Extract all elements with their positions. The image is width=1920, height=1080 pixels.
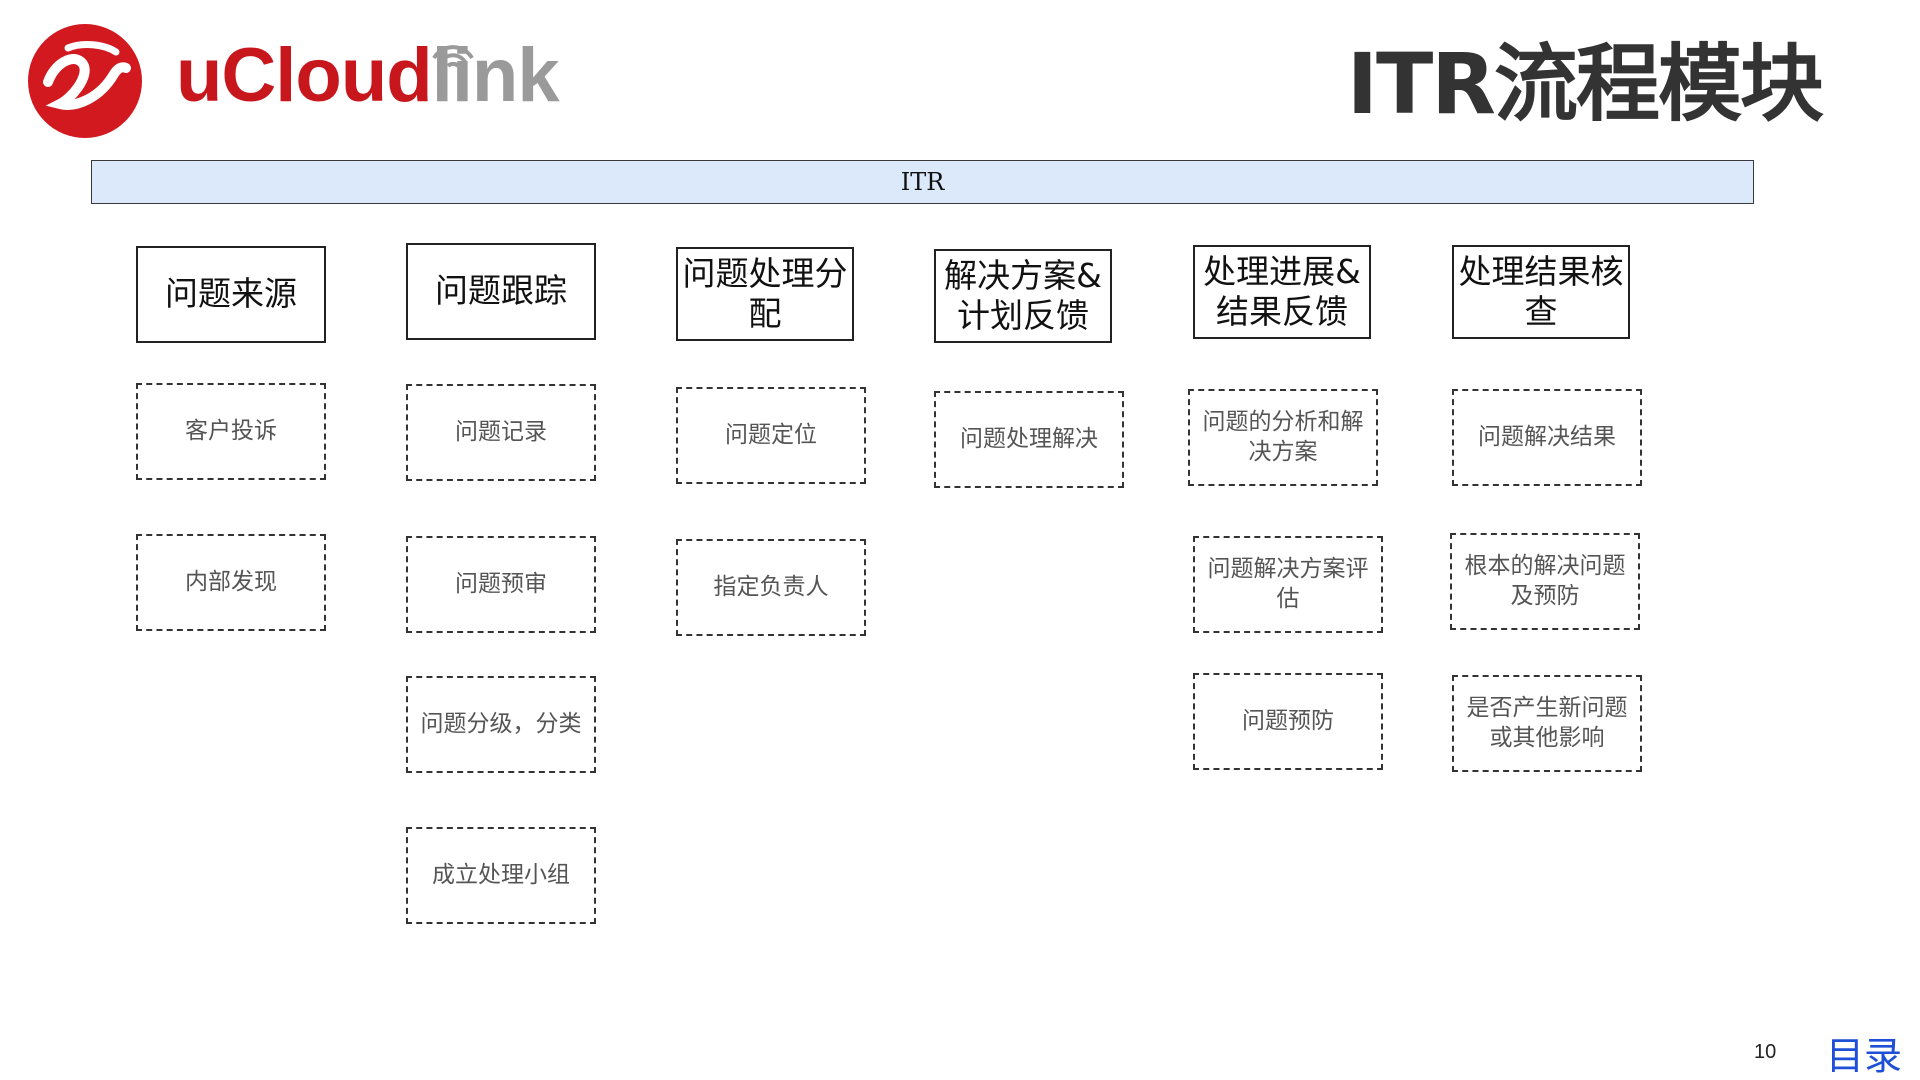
column-item: 问题的分析和解决方案 <box>1188 389 1378 486</box>
column-item-text: 问题的分析和解决方案 <box>1202 408 1364 465</box>
column-header: 问题跟踪 <box>406 243 596 340</box>
column-item: 是否产生新问题或其他影响 <box>1452 675 1642 772</box>
column-item-text: 是否产生新问题或其他影响 <box>1466 694 1628 751</box>
column-item-text: 问题解决方案评估 <box>1207 555 1369 612</box>
column-header: 处理结果核查 <box>1452 245 1630 339</box>
column-item: 问题分级，分类 <box>406 676 596 773</box>
column-item-text: 根本的解决问题及预防 <box>1464 552 1626 609</box>
column-item-text: 问题预审 <box>455 570 547 597</box>
column-item-text: 指定负责人 <box>713 573 829 600</box>
column-item: 问题解决结果 <box>1452 389 1642 486</box>
column-item: 内部发现 <box>136 534 326 631</box>
column-header: 处理进展&结果反馈 <box>1193 245 1371 339</box>
column-item-text: 成立处理小组 <box>432 861 570 888</box>
column-header-text: 处理结果核查 <box>1458 251 1624 331</box>
column-item: 问题记录 <box>406 384 596 481</box>
column-header-text: 解决方案&计划反馈 <box>944 255 1102 335</box>
column-item-text: 问题分级，分类 <box>420 710 582 737</box>
wifi-signal-icon <box>432 45 474 68</box>
ucloudlink-logo-icon <box>28 24 142 138</box>
brand-wordmark: uCloudlink <box>176 38 560 114</box>
column-header-text: 处理进展&结果反馈 <box>1203 251 1361 331</box>
column-item: 客户投诉 <box>136 383 326 480</box>
column-item: 根本的解决问题及预防 <box>1450 533 1640 630</box>
column-item: 指定负责人 <box>676 539 866 636</box>
column-item: 问题解决方案评估 <box>1193 536 1383 633</box>
column-header: 问题处理分配 <box>676 247 854 341</box>
column-header: 问题来源 <box>136 246 326 343</box>
column-item: 问题预防 <box>1193 673 1383 770</box>
column-item: 成立处理小组 <box>406 827 596 924</box>
toc-link[interactable]: 目录 <box>1826 1034 1903 1078</box>
column-item: 问题预审 <box>406 536 596 633</box>
column-item-text: 问题预防 <box>1242 707 1334 734</box>
page-title: ITR流程模块 <box>1346 35 1824 133</box>
column-item-text: 内部发现 <box>185 568 277 595</box>
itr-bar: ITR <box>91 160 1754 204</box>
column-item-text: 客户投诉 <box>185 417 277 444</box>
itr-bar-label: ITR <box>900 168 945 196</box>
page-number: 10 <box>1754 1041 1777 1063</box>
column-header-text: 问题来源 <box>165 274 297 314</box>
column-header: 解决方案&计划反馈 <box>934 249 1112 343</box>
column-item-text: 问题处理解决 <box>960 425 1098 452</box>
brand-wordmark-suffix: link <box>431 33 560 118</box>
column-item-text: 问题定位 <box>725 421 817 448</box>
column-item: 问题定位 <box>676 387 866 484</box>
column-item: 问题处理解决 <box>934 391 1124 488</box>
column-item-text: 问题记录 <box>455 418 547 445</box>
column-header-text: 问题处理分配 <box>682 253 848 333</box>
column-item-text: 问题解决结果 <box>1478 423 1616 450</box>
brand-wordmark-prefix: uCloud <box>176 33 433 118</box>
column-header-text: 问题跟踪 <box>435 271 567 311</box>
